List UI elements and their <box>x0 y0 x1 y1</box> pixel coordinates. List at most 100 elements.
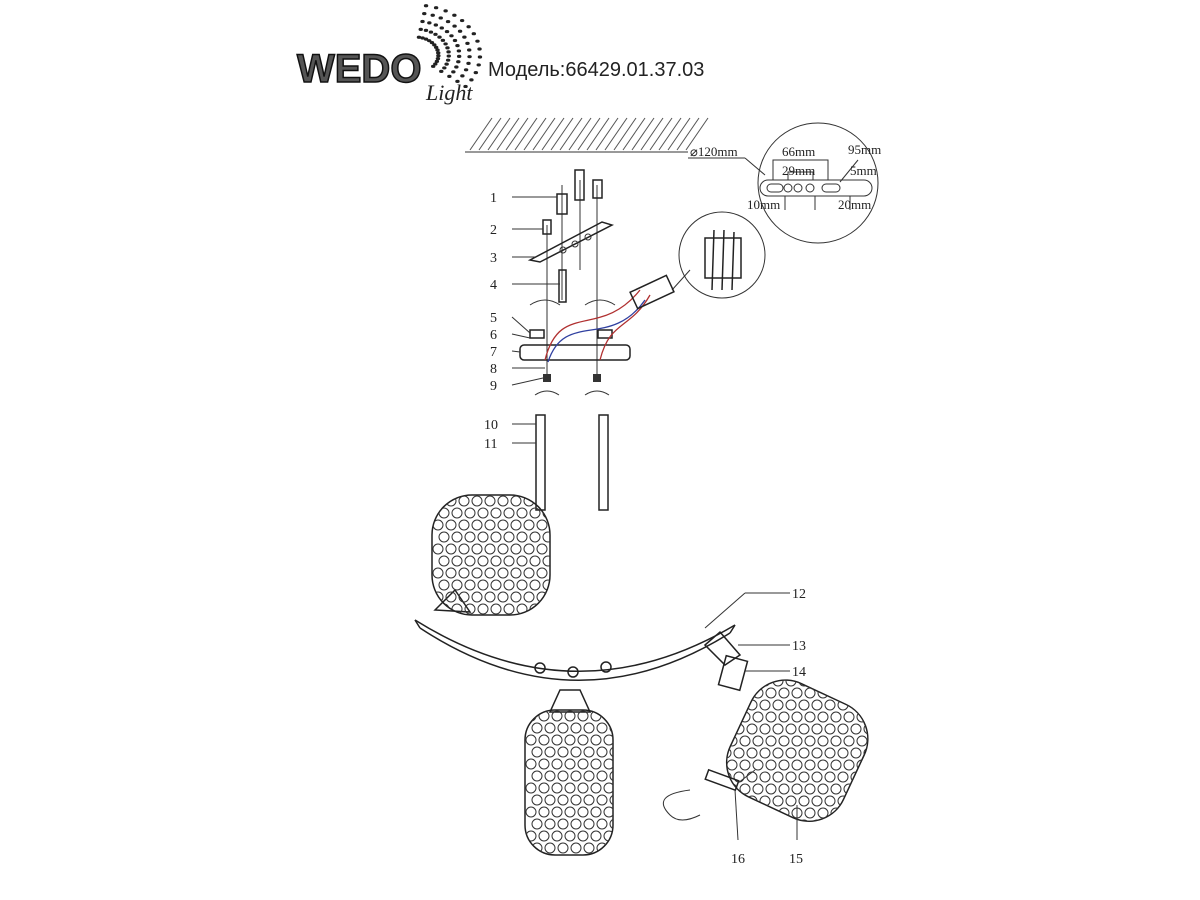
hatch-line <box>514 117 538 151</box>
crystal-dot <box>811 771 823 783</box>
crystal-dot <box>538 830 550 842</box>
crystal-dot <box>538 854 550 855</box>
crystal-dot <box>458 567 470 579</box>
crystal-dot <box>876 699 881 711</box>
crystal-dot <box>804 711 816 723</box>
crystal-dot <box>617 783 627 793</box>
crystal-dot <box>471 495 483 507</box>
crystal-dot <box>557 794 569 806</box>
crystal-dot <box>843 807 855 819</box>
crystal-dot <box>883 808 893 818</box>
crystal-dot <box>869 687 881 699</box>
part-label-5: 5 <box>490 311 497 326</box>
logo-dot <box>420 19 425 24</box>
crystal-dot <box>570 818 582 830</box>
crystal-dot <box>451 579 463 591</box>
crystal-dot <box>804 735 816 747</box>
crystal-dot <box>811 723 823 735</box>
logo-dot <box>456 60 461 64</box>
crystal-dot <box>765 711 777 723</box>
crystal-dot <box>824 723 836 735</box>
crystal-dot <box>746 675 758 687</box>
crystal-dot <box>590 782 602 794</box>
crystal-dot <box>471 591 483 603</box>
crystal-dot <box>603 854 613 855</box>
crystal-dot <box>590 854 602 855</box>
crystal-dot <box>445 519 457 531</box>
crystal-dot <box>804 783 816 795</box>
crystal-dot <box>477 603 489 615</box>
crystal-dot <box>490 507 502 519</box>
crystal-dot <box>896 712 906 722</box>
crystal-dot <box>583 722 595 734</box>
crystal-dot <box>583 818 595 830</box>
crystal-dot <box>791 711 803 723</box>
logo-dot <box>444 29 450 34</box>
crystal-dot <box>544 722 556 734</box>
logo-dot-swirl <box>416 4 483 89</box>
crystal-dot <box>445 567 457 579</box>
crystal-dot <box>765 735 777 747</box>
logo-text: WEDO <box>297 47 421 91</box>
crystal-dot <box>623 795 633 805</box>
logo-dot <box>439 69 444 73</box>
logo-dot <box>452 24 457 28</box>
logo-dot <box>420 36 425 40</box>
crystal-dot <box>498 616 508 626</box>
crystal-dot <box>563 592 573 602</box>
crystal-dot <box>617 831 627 841</box>
crystal-dot <box>551 806 563 818</box>
crystal-dot <box>883 736 893 746</box>
crystal-dot <box>542 603 550 615</box>
logo-dot <box>444 62 449 66</box>
crystal-dot <box>556 508 566 518</box>
crystal-dot <box>497 591 509 603</box>
crystal-dot <box>876 771 881 783</box>
logo-dot <box>463 68 469 72</box>
crystal-dot <box>739 735 751 747</box>
crystal-dot <box>577 830 589 842</box>
crystal-dot <box>838 844 848 854</box>
crystal-dot <box>609 818 613 830</box>
crystal-dot <box>609 842 613 854</box>
crystal-dot <box>733 819 745 831</box>
crystal-dot <box>529 531 541 543</box>
crystal-dot <box>523 591 535 603</box>
crystal-dot <box>531 794 543 806</box>
logo-subtext: Light <box>425 80 473 105</box>
crystal-dot <box>484 543 496 555</box>
crystal-dot <box>804 687 816 699</box>
crystal-dot <box>843 735 855 747</box>
crystal-dot <box>752 831 764 834</box>
crystal-dot <box>542 555 550 567</box>
crystal-dot <box>590 758 602 770</box>
crystal-dot <box>760 844 770 854</box>
crystal-dot <box>869 759 881 771</box>
part-label-10: 10 <box>484 418 498 433</box>
crystal-dot <box>510 591 522 603</box>
crystal-dot <box>785 771 797 783</box>
leader-lines <box>511 196 798 841</box>
part-label-14: 14 <box>792 665 806 680</box>
logo-dot <box>452 38 458 43</box>
crystal-dot <box>720 747 732 759</box>
crystal-dot <box>623 819 633 829</box>
crystal-dot <box>551 758 563 770</box>
crystal-dot <box>510 543 522 555</box>
logo-dot <box>455 44 460 48</box>
crystal-dot <box>590 830 602 842</box>
logo-dot <box>443 9 448 13</box>
crystal-dot <box>525 854 537 855</box>
part-label-4: 4 <box>490 278 497 293</box>
logo-dot <box>430 64 436 68</box>
crystal-dot <box>772 699 784 711</box>
crystal-dot <box>523 519 535 531</box>
logo-dot <box>467 55 472 59</box>
crystal-dot <box>863 795 875 807</box>
crystal-dot <box>544 794 556 806</box>
crystal-dot <box>791 759 803 771</box>
part-label-7: 7 <box>490 345 497 360</box>
crystal-dot <box>890 844 900 854</box>
crystal-dot <box>525 782 537 794</box>
crystal-dot <box>584 867 594 877</box>
